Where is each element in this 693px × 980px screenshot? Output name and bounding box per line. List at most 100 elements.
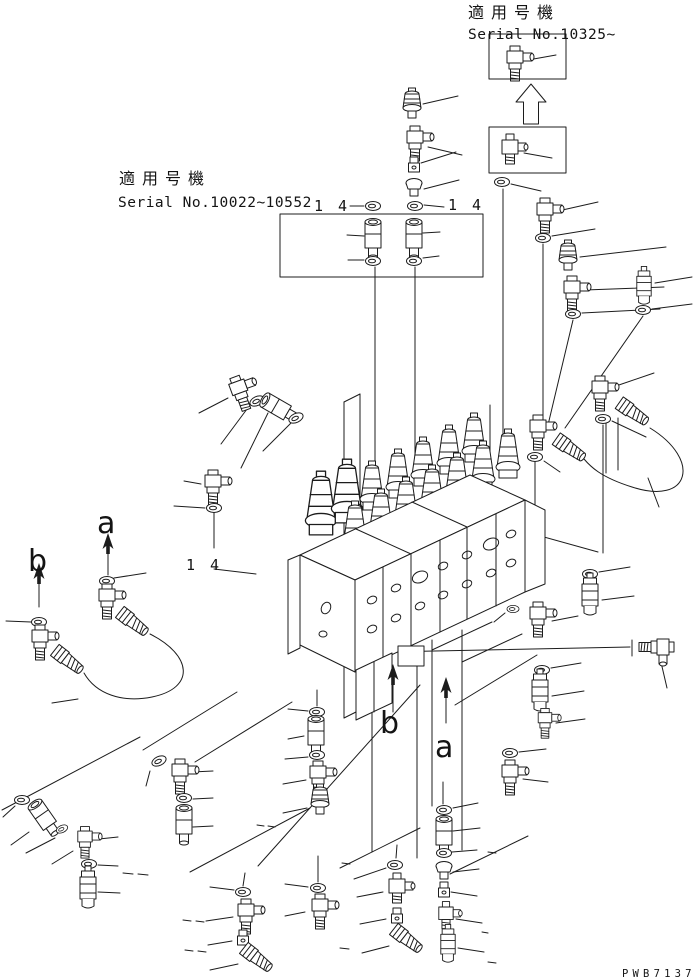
fitting-oring: [206, 503, 222, 513]
leader-line: [51, 850, 74, 865]
fitting-hosefit: [50, 643, 87, 677]
leader-line: [145, 770, 151, 787]
fitting-valvefit: [531, 668, 549, 712]
fitting-capfit: [402, 87, 422, 119]
label-a-left: a: [97, 506, 115, 541]
up-arrow-filled-icon: [387, 663, 399, 713]
construction-line: [189, 807, 311, 873]
leader-line: [25, 837, 56, 854]
fitting-elbow: [563, 275, 592, 312]
leader-line: [551, 228, 596, 237]
leader-line: [584, 286, 665, 291]
leader-line: [353, 867, 387, 880]
serial-box-old: [488, 126, 567, 174]
fitting-elbow: [529, 601, 558, 638]
fitting-oring: [502, 748, 518, 758]
dash-mark: [481, 931, 489, 934]
leader-line: [543, 460, 561, 473]
fitting-elbow: [406, 125, 435, 162]
leader-line: [654, 276, 693, 284]
construction-line: [194, 701, 293, 763]
leader-line: [611, 420, 647, 438]
leader-line: [356, 891, 384, 898]
leader-line: [551, 690, 585, 697]
fitting-hosefit: [115, 605, 152, 639]
leader-line: [287, 708, 309, 712]
leader-line: [427, 146, 463, 156]
fitting-conn: [307, 715, 325, 757]
fitting-elbow: [536, 197, 565, 234]
label-b-left: b: [28, 544, 47, 579]
leader-line: [207, 940, 233, 946]
fitting-hosefit: [239, 941, 276, 975]
construction-line: [449, 835, 529, 875]
construction-line: [454, 654, 538, 706]
fitting-teefit: [388, 872, 416, 904]
fitting-valvefit: [636, 265, 652, 305]
fitting-plugS: [391, 907, 403, 924]
leader-line: [2, 805, 16, 818]
dash-mark: [182, 919, 192, 922]
fitting-oring: [436, 848, 452, 858]
fitting-elbow: [237, 898, 266, 935]
label-14-top-left: 1 4: [314, 197, 350, 215]
valve-port: [411, 570, 429, 584]
fitting-oring: [365, 201, 381, 211]
fitting-oring: [309, 750, 325, 760]
fitting-elbow: [501, 759, 530, 796]
fitting-oring: [365, 256, 381, 266]
construction-line: [339, 827, 421, 869]
valve-cap: [495, 428, 521, 479]
leader-line: [183, 480, 202, 485]
leader-line: [240, 412, 269, 469]
fitting-mushroom: [405, 178, 423, 197]
construction-line: [647, 477, 660, 508]
fitting-oring: [436, 805, 452, 815]
fitting-plugS: [237, 929, 249, 946]
fitting-oring: [387, 860, 403, 870]
leader-line: [423, 179, 460, 190]
leader-line: [209, 886, 235, 891]
fitting-elbow: [591, 375, 620, 412]
construction-line: [242, 872, 246, 887]
leader-line: [97, 891, 121, 894]
fitting-oring: [494, 177, 510, 187]
fitting-teefit: [501, 133, 529, 165]
leader-line: [361, 945, 390, 954]
leader-line: [551, 615, 579, 622]
dash-mark: [137, 873, 149, 876]
dash-mark: [267, 825, 276, 828]
fitting-conn: [175, 804, 193, 846]
leader-line: [284, 756, 309, 760]
up-arrow-filled-icon: [440, 676, 452, 724]
connector-box: [279, 213, 484, 278]
note-left-serial: Serial No.10022~10552: [118, 195, 312, 211]
construction-line: [51, 698, 79, 704]
label-b-bottom: b: [380, 706, 399, 741]
fitting-elbow: [311, 893, 340, 930]
valve-left-plate: [287, 554, 301, 655]
construction-line: [564, 315, 644, 429]
label-14-mid-left: 1 4: [186, 556, 222, 574]
leader-line: [612, 372, 655, 388]
leader-line: [422, 95, 459, 105]
hose-curve: [83, 633, 184, 700]
fitting-capfit: [310, 783, 330, 815]
valve-port: [461, 579, 473, 589]
fitting-conn: [25, 796, 64, 840]
fitting-oring: [406, 256, 422, 266]
fitting-elbow: [77, 826, 103, 859]
leader-lines-layer: [2, 54, 693, 971]
fitting-oring: [235, 887, 251, 897]
fitting-oring: [176, 793, 192, 803]
leader-line: [209, 963, 239, 971]
leader-line: [450, 891, 478, 897]
fitting-conn: [364, 218, 382, 260]
leader-line: [282, 779, 307, 785]
construction-line: [431, 621, 493, 651]
valve-port: [437, 561, 449, 571]
note-top-right-kanji: 適用号機: [468, 3, 560, 22]
leader-line: [262, 422, 292, 452]
leader-line: [423, 204, 445, 208]
leader-line: [220, 404, 251, 445]
